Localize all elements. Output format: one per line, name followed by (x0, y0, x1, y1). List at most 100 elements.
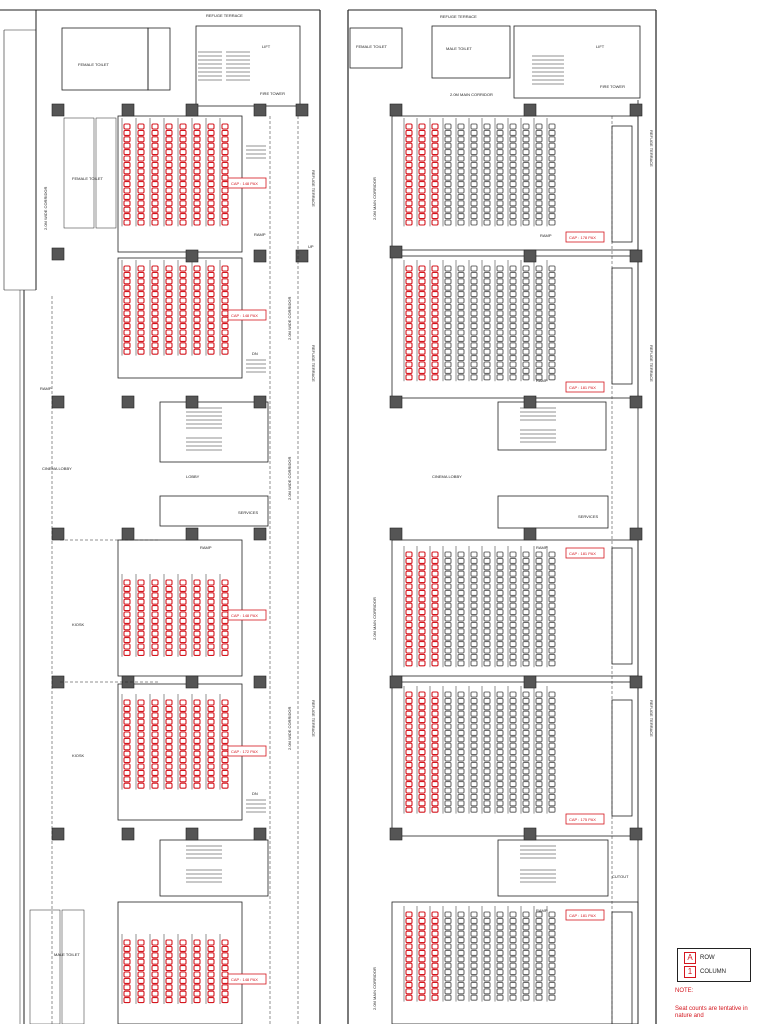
seat (418, 787, 426, 794)
seat (193, 149, 201, 156)
seat (535, 583, 543, 590)
seat (444, 303, 452, 310)
seat (137, 335, 145, 342)
seat (137, 731, 145, 738)
structural-column (121, 395, 135, 409)
seat (418, 348, 426, 355)
seat (431, 206, 439, 213)
seat (483, 736, 491, 743)
seat (123, 952, 131, 959)
seat (207, 776, 215, 783)
seat (509, 602, 517, 609)
seat (444, 742, 452, 749)
seat (418, 634, 426, 641)
seat (444, 155, 452, 162)
seat (418, 621, 426, 628)
seat (470, 181, 478, 188)
seat (207, 705, 215, 712)
main-corridor-label-vert-3: 2.0M MAIN CORRIDOR (372, 967, 377, 1010)
structural-column (389, 245, 403, 259)
seat (193, 136, 201, 143)
seat (207, 168, 215, 175)
services-label-right: SERVICES (578, 514, 598, 519)
seat (151, 206, 159, 213)
seat (483, 962, 491, 969)
seat (221, 945, 229, 952)
seat (137, 316, 145, 323)
seat (165, 271, 173, 278)
lift-label: LIFT (262, 44, 271, 49)
seat (151, 174, 159, 181)
seat (457, 142, 465, 149)
seat (483, 800, 491, 807)
seat (535, 641, 543, 648)
seat (444, 755, 452, 762)
seat (418, 911, 426, 918)
seat (548, 200, 556, 207)
seat (179, 699, 187, 706)
seat (207, 278, 215, 285)
seat (457, 265, 465, 272)
seat (470, 774, 478, 781)
seat (165, 316, 173, 323)
seat (418, 213, 426, 220)
seat (522, 634, 530, 641)
seat (193, 291, 201, 298)
seat (470, 742, 478, 749)
seat (431, 271, 439, 278)
seat (405, 787, 413, 794)
seat (483, 602, 491, 609)
seat (444, 278, 452, 285)
seat (418, 981, 426, 988)
seat (151, 193, 159, 200)
seat (137, 200, 145, 207)
seat (457, 348, 465, 355)
seat (207, 637, 215, 644)
seat (535, 155, 543, 162)
seat (548, 271, 556, 278)
seat (431, 303, 439, 310)
seat (457, 136, 465, 143)
seat (418, 988, 426, 995)
seat (444, 917, 452, 924)
seat (207, 303, 215, 310)
seat (496, 723, 504, 730)
seat (431, 123, 439, 130)
seat (548, 142, 556, 149)
seat (509, 316, 517, 323)
main-corridor-label-vert-2: 2.0M MAIN CORRIDOR (372, 597, 377, 640)
seat (522, 557, 530, 564)
seat (457, 774, 465, 781)
seat (496, 781, 504, 788)
seat (193, 342, 201, 349)
seat (483, 355, 491, 362)
seat (522, 297, 530, 304)
structural-column (253, 249, 267, 263)
seat (535, 691, 543, 698)
seat (405, 628, 413, 635)
seat (207, 712, 215, 719)
seat (418, 806, 426, 813)
structural-column (51, 527, 65, 541)
seat (405, 335, 413, 342)
seat (483, 647, 491, 654)
seat (509, 800, 517, 807)
seat (548, 129, 556, 136)
seat (193, 129, 201, 136)
seat (457, 911, 465, 918)
seat (123, 291, 131, 298)
seat (522, 806, 530, 813)
seat (179, 725, 187, 732)
seat (151, 585, 159, 592)
seat (123, 592, 131, 599)
seat (431, 704, 439, 711)
seat (535, 975, 543, 982)
seat (470, 323, 478, 330)
seat (207, 284, 215, 291)
seat (548, 717, 556, 724)
seat (483, 793, 491, 800)
services-label: SERVICES (238, 510, 258, 515)
corridor-label-mid: 2.0M WIDE CORRIDOR (287, 297, 292, 340)
seat (418, 647, 426, 654)
seat (165, 213, 173, 220)
